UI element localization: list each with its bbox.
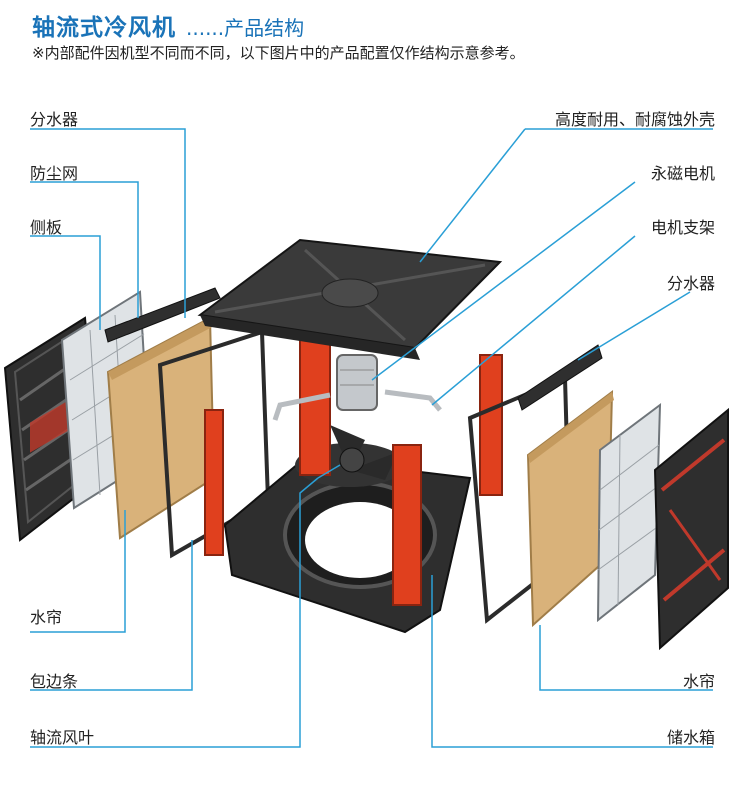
motor-bracket: [272, 354, 442, 421]
label-water-curtain-left: 水帘: [30, 608, 63, 627]
left-cooling-pad: [106, 316, 216, 540]
label-water-distributor-left: 分水器: [30, 110, 79, 129]
right-water-distributor: [517, 344, 603, 411]
label-motor: 永磁电机: [650, 164, 715, 183]
label-side-panel: 侧板: [30, 218, 63, 237]
left-water-distributor: [104, 287, 221, 343]
label-motor-bracket: 电机支架: [650, 218, 715, 237]
label-water-tank: 储水箱: [666, 728, 715, 747]
label-water-curtain-right: 水帘: [682, 672, 715, 691]
top-cover: [197, 238, 503, 360]
right-cooling-pad: [526, 389, 614, 628]
note-text: ※内部配件因机型不同而不同，以下图片中的产品配置仅作结构示意参考。: [32, 44, 525, 62]
label-axial-fan: 轴流风叶: [30, 728, 95, 747]
right-side-grille: [653, 407, 729, 651]
page-title: 轴流式冷风机: [32, 15, 176, 41]
label-water-distributor-right: 分水器: [666, 274, 715, 293]
leader-lines: [30, 128, 713, 748]
header: 轴流式冷风机 ......产品结构: [32, 8, 304, 42]
right-dust-mesh: [596, 402, 662, 623]
label-dust-net: 防尘网: [30, 164, 79, 183]
page-subtitle: ......产品结构: [186, 16, 305, 40]
red-pillars: [204, 339, 503, 606]
label-housing: 高度耐用、耐腐蚀外壳: [554, 110, 715, 129]
label-edge-strip: 包边条: [30, 672, 79, 691]
